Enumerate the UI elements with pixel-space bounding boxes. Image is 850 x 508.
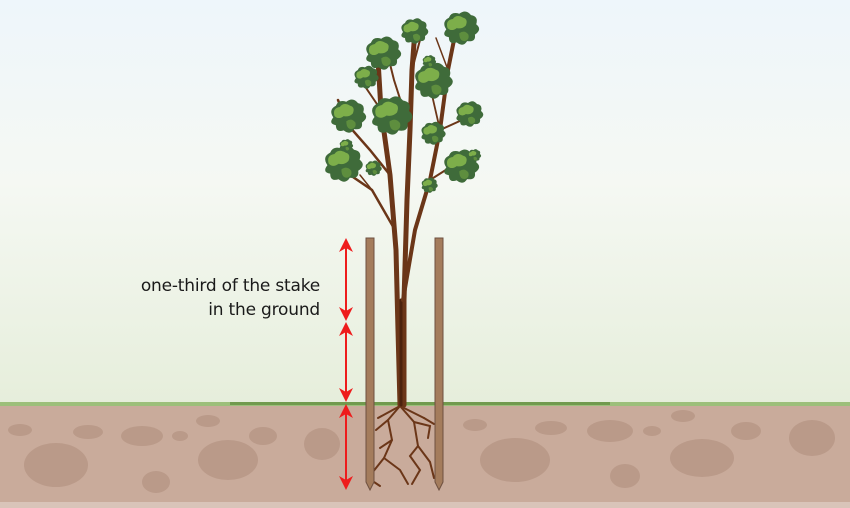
stake-right [434,237,444,492]
measurement-arrows [339,238,353,490]
stake-left [365,237,375,492]
stake-depth-caption: one-third of the stake in the ground [141,274,320,322]
tree [325,11,484,408]
soil [0,406,850,508]
arrow-segment-middle [339,322,353,402]
arrow-segment-bottom [339,404,353,490]
arrow-segment-top [339,238,353,321]
caption-line-1: one-third of the stake [140,276,320,296]
caption-line-2: in the ground [208,300,320,320]
roots [366,405,435,487]
